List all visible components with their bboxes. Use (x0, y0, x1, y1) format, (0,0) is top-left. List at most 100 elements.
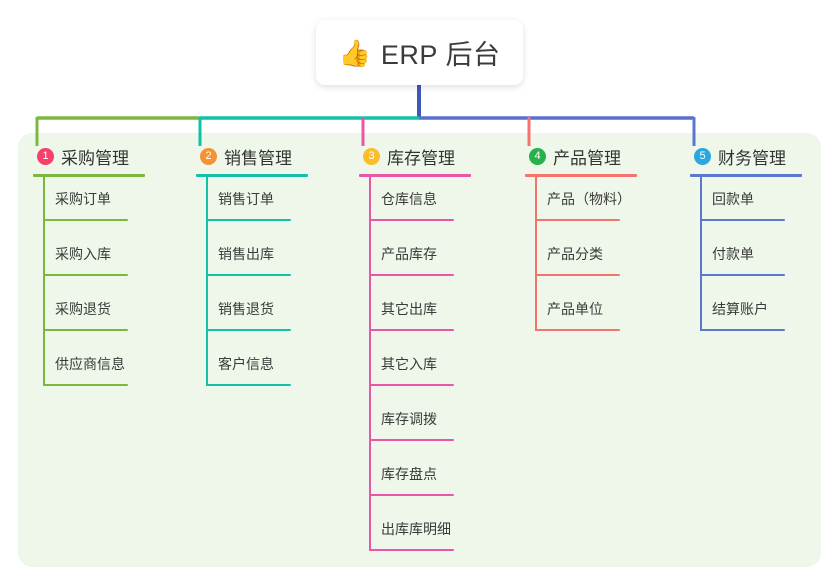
branch-title: 产品管理 (553, 148, 621, 168)
branch-number-badge: 1 (37, 147, 54, 165)
branch-item[interactable]: 仓库信息 (359, 177, 471, 232)
branch-item-label: 采购入库 (55, 246, 111, 262)
branch-item-label: 结算账户 (712, 301, 768, 317)
branch-header-4[interactable]: 4 产品管理 (525, 144, 637, 168)
branch-item-underline (43, 219, 128, 221)
branch-underline (525, 174, 637, 177)
branch-item-underline (369, 219, 454, 221)
branch-item-label: 出库库明细 (381, 521, 451, 537)
branch-number-badge: 5 (694, 147, 711, 165)
branch-item-list: 采购订单采购入库采购退货供应商信息 (33, 177, 145, 397)
branch-item-list: 销售订单销售出库销售退货客户信息 (196, 177, 308, 397)
root-node-erp-backend[interactable]: 👍 ERP 后台 (316, 20, 523, 85)
branch-column-3: 3 库存管理仓库信息产品库存其它出库其它入库库存调拨库存盘点出库库明细 (359, 144, 471, 562)
branch-underline (196, 174, 308, 177)
branch-item-underline (700, 274, 785, 276)
branch-item[interactable]: 客户信息 (196, 342, 308, 397)
branch-item[interactable]: 库存调拨 (359, 397, 471, 452)
branch-item-list: 回款单付款单结算账户 (690, 177, 802, 342)
branch-title: 采购管理 (61, 148, 129, 168)
branch-item-list: 仓库信息产品库存其它出库其它入库库存调拨库存盘点出库库明细 (359, 177, 471, 562)
branch-item-label: 采购订单 (55, 191, 111, 207)
branch-item-underline (369, 384, 454, 386)
branch-underline (33, 174, 145, 177)
branch-item-underline (43, 274, 128, 276)
branch-item[interactable]: 产品单位 (525, 287, 637, 342)
branch-item[interactable]: 供应商信息 (33, 342, 145, 397)
branch-underline (359, 174, 471, 177)
branch-item-underline (206, 384, 291, 386)
thumbs-up-icon: 👍 (338, 37, 371, 68)
branch-item-underline (535, 329, 620, 331)
branch-item[interactable]: 付款单 (690, 232, 802, 287)
branch-item[interactable]: 其它出库 (359, 287, 471, 342)
branch-item-label: 销售出库 (218, 246, 274, 262)
branch-item-underline (369, 329, 454, 331)
branch-spine-line (700, 177, 702, 331)
branch-column-5: 5 财务管理回款单付款单结算账户 (690, 144, 802, 342)
branch-item[interactable]: 销售出库 (196, 232, 308, 287)
branch-header-2[interactable]: 2 销售管理 (196, 144, 308, 168)
branch-item[interactable]: 库存盘点 (359, 452, 471, 507)
branch-item-underline (535, 274, 620, 276)
branch-item-underline (206, 219, 291, 221)
branch-item-label: 产品（物料） (547, 191, 631, 207)
branch-item-underline (206, 274, 291, 276)
branch-spine-line (206, 177, 208, 386)
branch-number-badge: 3 (363, 147, 380, 165)
branch-number-badge: 4 (529, 147, 546, 165)
branch-item-label: 供应商信息 (55, 356, 125, 372)
branch-item[interactable]: 其它入库 (359, 342, 471, 397)
branch-spine-line (369, 177, 371, 551)
branch-item-label: 回款单 (712, 191, 754, 207)
branch-item-label: 销售订单 (218, 191, 274, 207)
branch-header-5[interactable]: 5 财务管理 (690, 144, 802, 168)
branch-item-label: 销售退货 (218, 301, 274, 317)
branch-column-2: 2 销售管理销售订单销售出库销售退货客户信息 (196, 144, 308, 397)
branch-item-underline (369, 549, 454, 551)
branch-item-underline (43, 384, 128, 386)
branch-item-label: 付款单 (712, 246, 754, 262)
branch-number-badge: 2 (200, 147, 217, 165)
branch-item[interactable]: 产品库存 (359, 232, 471, 287)
branch-item-label: 库存盘点 (381, 466, 437, 482)
branch-spine-line (43, 177, 45, 386)
branch-spine-line (535, 177, 537, 331)
branch-item-label: 其它出库 (381, 301, 437, 317)
branch-item[interactable]: 出库库明细 (359, 507, 471, 562)
branch-item-label: 产品单位 (547, 301, 603, 317)
branch-item-underline (700, 219, 785, 221)
branch-item[interactable]: 产品（物料） (525, 177, 637, 232)
branch-item-label: 产品分类 (547, 246, 603, 262)
branch-header-3[interactable]: 3 库存管理 (359, 144, 471, 168)
branch-item[interactable]: 采购入库 (33, 232, 145, 287)
branch-underline (690, 174, 802, 177)
branch-item-underline (369, 274, 454, 276)
branch-item[interactable]: 销售退货 (196, 287, 308, 342)
branch-item-label: 库存调拨 (381, 411, 437, 427)
branch-item-underline (369, 494, 454, 496)
branch-header-1[interactable]: 1 采购管理 (33, 144, 145, 168)
branch-item-list: 产品（物料） 产品分类产品单位 (525, 177, 637, 342)
root-node-title: ERP 后台 (380, 40, 501, 70)
branch-item-label: 其它入库 (381, 356, 437, 372)
branch-item-label: 仓库信息 (381, 191, 437, 207)
branch-item[interactable]: 销售订单 (196, 177, 308, 232)
branch-item-label: 产品库存 (381, 246, 437, 262)
branch-title: 财务管理 (718, 148, 786, 168)
branch-item[interactable]: 产品分类 (525, 232, 637, 287)
branch-title: 库存管理 (387, 148, 455, 168)
branch-item-label: 采购退货 (55, 301, 111, 317)
branch-item-underline (43, 329, 128, 331)
branch-item[interactable]: 采购订单 (33, 177, 145, 232)
branch-item-label: 客户信息 (218, 356, 274, 372)
branch-title: 销售管理 (224, 148, 292, 168)
branch-item[interactable]: 采购退货 (33, 287, 145, 342)
branch-item-underline (700, 329, 785, 331)
branch-item-underline (535, 219, 620, 221)
branch-item[interactable]: 结算账户 (690, 287, 802, 342)
branch-item-underline (369, 439, 454, 441)
branch-item[interactable]: 回款单 (690, 177, 802, 232)
branch-column-4: 4 产品管理产品（物料） 产品分类产品单位 (525, 144, 637, 342)
